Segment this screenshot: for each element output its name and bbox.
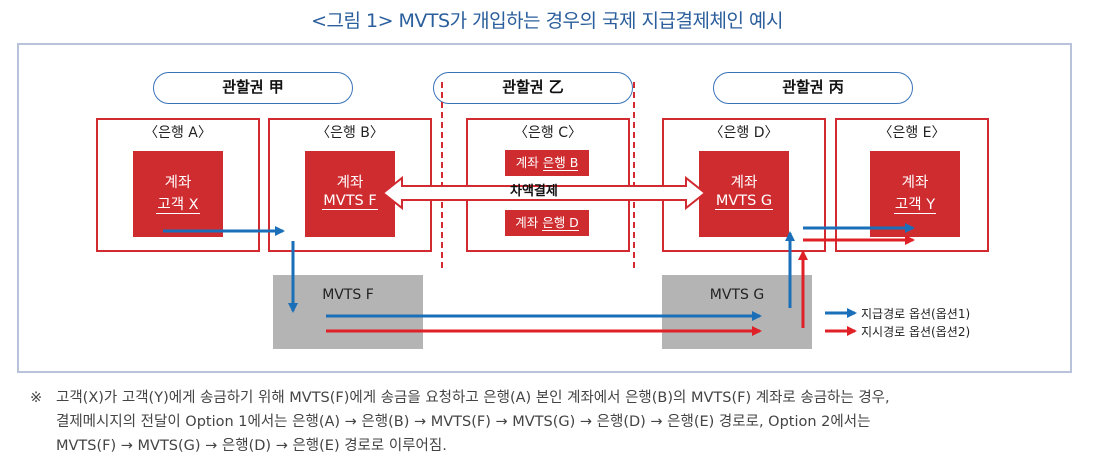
footnote-mark: ※ [30,390,43,406]
jurisdiction-divider-right [633,82,635,268]
jurisdiction-b-label: 관할권 乙 [433,72,633,104]
jurisdiction-c-label: 관할권 丙 [713,72,913,104]
footnote-line-2: 결제메시지의 전달이 Option 1에서는 은행(A) → 은행(B) → M… [56,414,871,430]
mvts-g-label: MVTS G [709,287,765,303]
settlement-double-arrow [381,175,707,211]
bank-d-account: 계좌 MVTS G [699,151,789,237]
footnote-line-1: 고객(X)가 고객(Y)에게 송금하기 위해 MVTS(F)에게 송금을 요청하… [56,390,890,406]
footnote: ※ 고객(X)가 고객(Y)에게 송금하기 위해 MVTS(F)에게 송금을 요청… [30,386,1090,458]
bank-e-account: 계좌 고객 Y [870,151,960,237]
bank-e-title: 〈은행 E〉 [878,125,946,141]
bank-c-subaccount-b-label: 계좌 [515,155,539,170]
bank-b-account-label: 계좌 [336,175,364,191]
mvts-f-label: MVTS F [322,287,374,303]
bank-b-account: 계좌 MVTS F [305,151,395,237]
diagram-frame [17,43,1072,373]
bank-d-account-holder: MVTS G [714,193,774,210]
bank-c-subaccount-b: 계좌 은행 B [505,150,589,176]
jurisdiction-divider-left [441,82,443,268]
bank-a-title: 〈은행 A〉 [144,125,212,141]
mvts-g-box: MVTS G [662,275,812,349]
legend-option1-label: 지급경로 옵션(옵션1) [861,307,971,321]
footnote-line-3: MVTS(F) → MVTS(G) → 은행(D) → 은행(E) 경로로 이루… [56,438,447,454]
legend-option2-label: 지시경로 옵션(옵션2) [861,325,971,339]
bank-b-account-holder: MVTS F [322,193,378,210]
bank-a-account-label: 계좌 [164,175,192,191]
bank-a-account: 계좌 고객 X [133,151,223,237]
bank-c-subaccount-d-label: 계좌 [515,215,539,230]
bank-d-account-label: 계좌 [730,175,758,191]
bank-c-subaccount-d-name: 은행 D [542,215,579,231]
jurisdiction-a-label: 관할권 甲 [153,72,353,104]
bank-d-title: 〈은행 D〉 [709,125,779,141]
bank-a-account-holder: 고객 X [156,197,200,214]
figure-title: <그림 1> MVTS가 개입하는 경우의 국제 지급결제체인 예시 [311,10,783,32]
settlement-label: 차액결제 [510,184,558,199]
bank-c-subaccount-b-name: 은행 B [542,155,579,171]
bank-e-account-holder: 고객 Y [893,197,937,214]
mvts-f-box: MVTS F [273,275,423,349]
bank-c-title: 〈은행 C〉 [514,125,582,141]
bank-e-account-label: 계좌 [901,175,929,191]
bank-c-subaccount-d: 계좌 은행 D [505,210,589,236]
bank-b-title: 〈은행 B〉 [316,125,384,141]
